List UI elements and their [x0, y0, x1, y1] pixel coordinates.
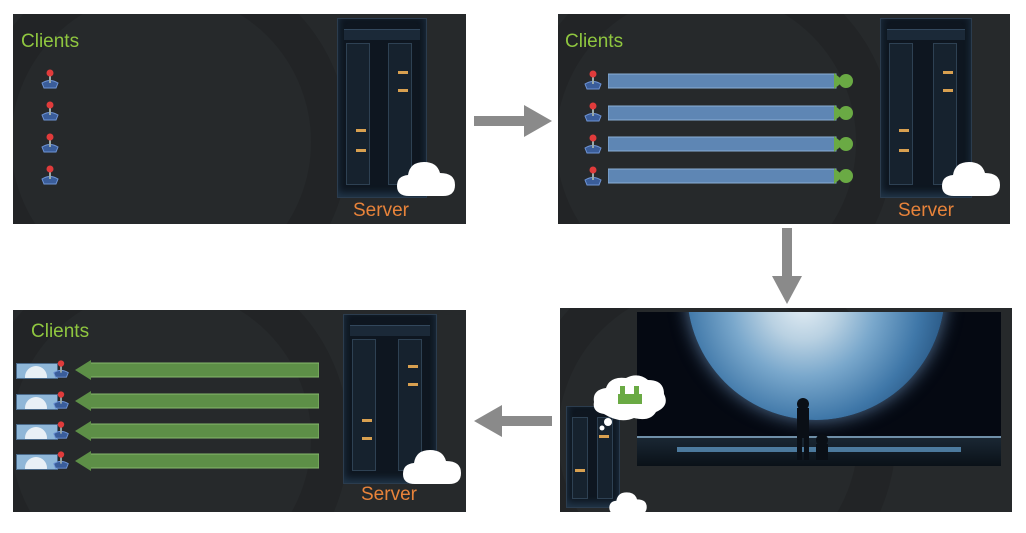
cloud-icon [608, 488, 648, 512]
cloud-icon [395, 156, 457, 203]
panel-step4-stream-to-clients: Clients Server [13, 310, 466, 512]
rendered-game-frame [637, 312, 1001, 466]
astronaut-silhouettes [797, 398, 828, 460]
download-arrow [75, 421, 320, 446]
clients-label: Clients [21, 31, 80, 52]
joystick-icon [39, 100, 61, 127]
server-label: Server [361, 484, 417, 505]
thought-bubble-icon [590, 372, 670, 437]
cloud-icon [940, 156, 1002, 203]
upload-arrow [607, 71, 856, 96]
server-rack-image [880, 18, 972, 198]
clients-label: Clients [31, 321, 90, 342]
download-arrow [75, 391, 320, 416]
panel-step2-upload: Clients Server [558, 14, 1010, 224]
joystick-icon [582, 101, 604, 128]
joystick-icon [582, 69, 604, 96]
joystick-icon [39, 164, 61, 191]
upload-arrow [607, 166, 856, 191]
download-arrow [75, 360, 320, 385]
video-frame-thumbnail [16, 363, 58, 379]
joystick-icon [582, 133, 604, 160]
video-frame-thumbnail [16, 454, 58, 470]
flow-arrow-down [771, 228, 803, 311]
server-label: Server [898, 200, 954, 221]
video-frame-thumbnail [16, 424, 58, 440]
upload-arrow [607, 103, 856, 128]
joystick-icon [582, 165, 604, 192]
joystick-icon [51, 389, 71, 416]
clients-label: Clients [565, 31, 624, 52]
flow-arrow-right [474, 104, 552, 143]
upload-arrow [607, 134, 856, 159]
server-rack-image [566, 406, 620, 508]
cloud-icon [401, 444, 463, 491]
panel-step3-server-render [560, 308, 1012, 512]
joystick-icon [39, 132, 61, 159]
joystick-icon [51, 449, 71, 476]
joystick-icon [51, 358, 71, 385]
joystick-icon [51, 419, 71, 446]
download-arrow [75, 451, 320, 476]
panel-step1-clients-idle: Clients Server [13, 14, 466, 224]
video-frame-thumbnail [16, 394, 58, 410]
server-rack-image [337, 18, 427, 198]
server-label: Server [353, 200, 409, 221]
flow-arrow-left [474, 404, 552, 443]
joystick-icon [39, 68, 61, 95]
